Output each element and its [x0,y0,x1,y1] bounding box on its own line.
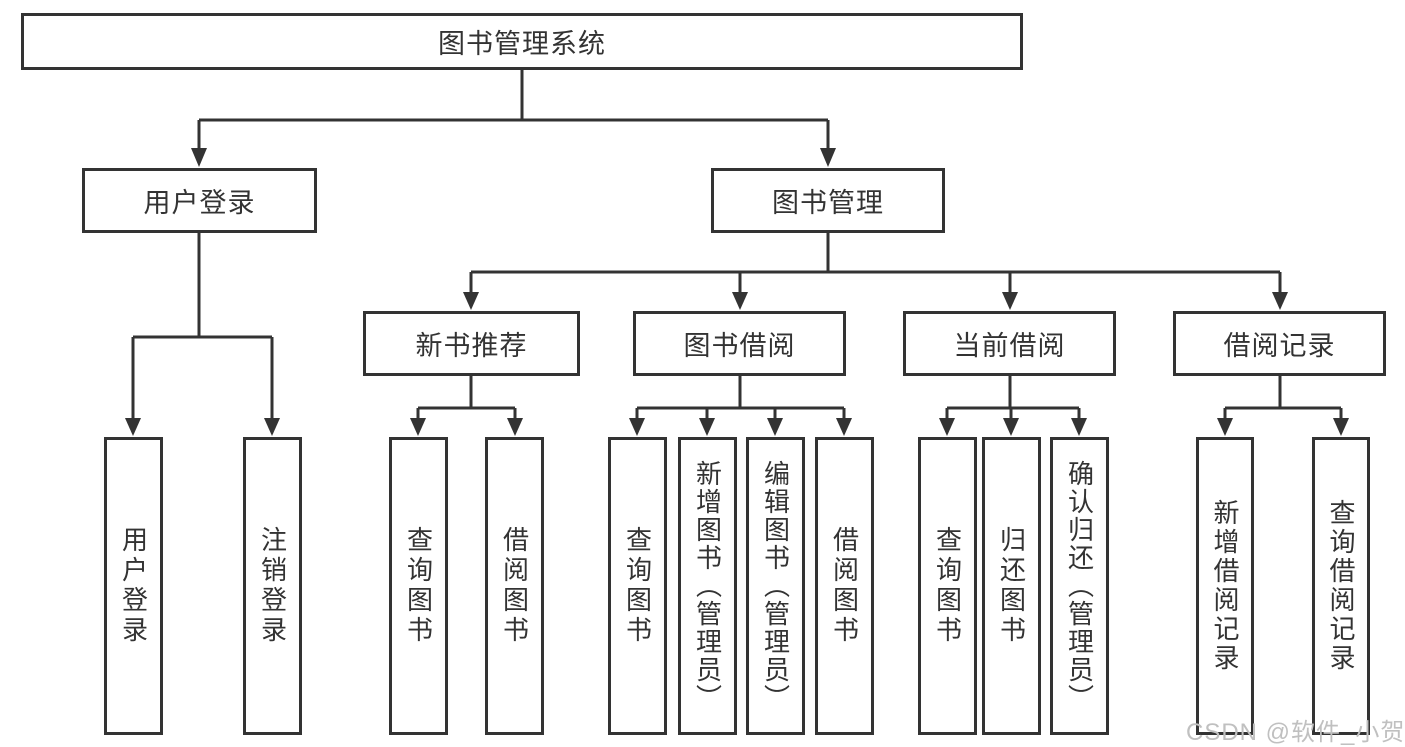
leaf-current-query-books: 查询图书 [918,437,977,735]
node-book-borrowing: 图书借阅 [633,311,846,376]
leaf-borrow-borrow-books: 借阅图书 [815,437,874,735]
connector-root-to-level2 [191,70,836,167]
connector-book-management-to-level3 [463,233,1288,310]
leaf-borrow-add-books-admin: 新增图书（管理员） [678,437,737,735]
connector-new-book-recommend-to-leaves [410,376,523,436]
connector-current-borrowing-to-leaves [939,376,1087,436]
leaf-records-query-record: 查询借阅记录 [1312,437,1370,735]
node-current-borrowing: 当前借阅 [903,311,1116,376]
leaf-borrow-edit-books-admin: 编辑图书（管理员） [746,437,805,735]
leaf-rec-query-books: 查询图书 [389,437,448,735]
node-user-login-branch: 用户登录 [82,168,317,233]
leaf-rec-borrow-books: 借阅图书 [485,437,544,735]
connector-borrowing-records-to-leaves [1217,376,1349,436]
connector-user-login-to-leaves [125,233,280,436]
leaf-current-confirm-return-admin: 确认归还（管理员） [1050,437,1109,735]
watermark: CSDN @软件_小贺同学 [1186,719,1405,746]
leaf-borrow-query-books: 查询图书 [608,437,667,735]
leaf-logout: 注销登录 [243,437,302,735]
leaf-current-return-books: 归还图书 [982,437,1041,735]
node-root: 图书管理系统 [21,13,1023,70]
node-book-management: 图书管理 [711,168,945,233]
connector-book-borrowing-to-leaves [629,376,852,436]
leaf-user-login: 用户登录 [104,437,163,735]
node-new-book-recommend: 新书推荐 [363,311,580,376]
leaf-records-add-record: 新增借阅记录 [1196,437,1254,735]
node-borrowing-records: 借阅记录 [1173,311,1386,376]
